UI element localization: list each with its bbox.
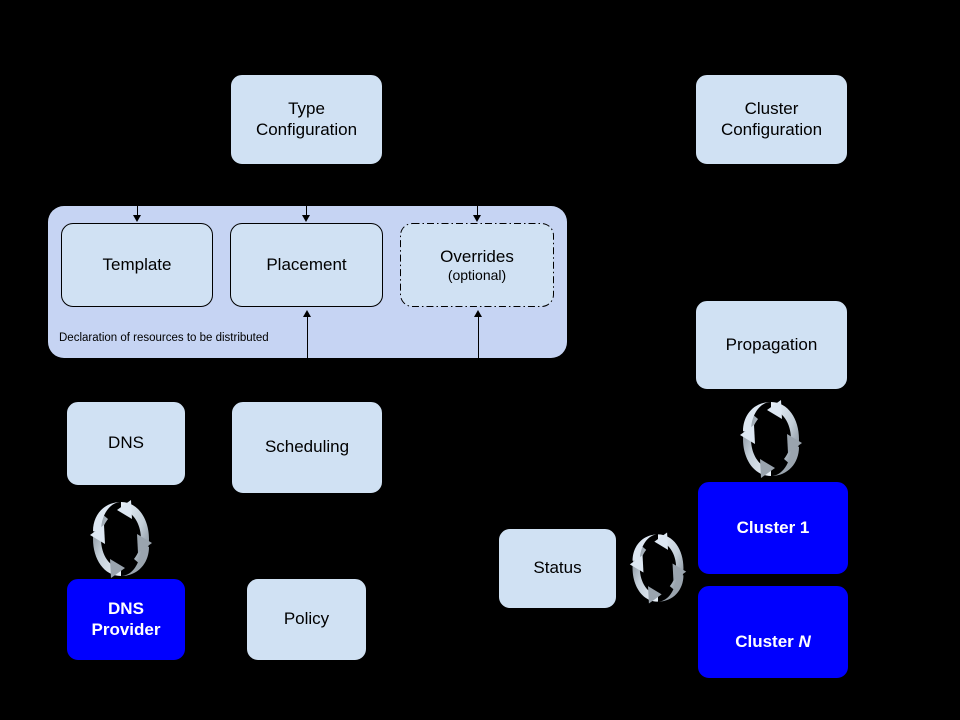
node-status[interactable]: Status [498, 528, 617, 609]
node-cluster-n-label-group: Cluster N [735, 611, 811, 652]
group-caption: Declaration of resources to be distribut… [59, 332, 269, 344]
node-cluster-1-label: Cluster 1 [736, 517, 810, 537]
node-dns-label: DNS [108, 433, 144, 453]
node-placement[interactable]: Placement [230, 223, 383, 307]
node-dns-provider-label: DNS Provider [91, 598, 161, 639]
node-policy[interactable]: Policy [246, 578, 367, 661]
node-type-configuration-label: Type Configuration [255, 98, 358, 139]
node-scheduling-label: Scheduling [264, 437, 350, 457]
connector-type-config-to-template-arrowhead [133, 215, 141, 222]
connector-type-config-to-placement-line [306, 206, 307, 218]
node-cluster-1[interactable]: Cluster 1 [697, 481, 849, 575]
node-propagation[interactable]: Propagation [695, 300, 848, 390]
node-dns-provider[interactable]: DNS Provider [66, 578, 186, 661]
group-divider-right [478, 317, 479, 358]
node-propagation-label: Propagation [725, 334, 818, 354]
sync-icon-propagation [740, 400, 802, 478]
connector-type-config-to-overrides-arrowhead [473, 215, 481, 222]
connector-type-config-to-placement-arrowhead [302, 215, 310, 222]
node-scheduling[interactable]: Scheduling [231, 401, 383, 494]
group-divider-left [307, 317, 308, 358]
node-overrides-border [400, 223, 554, 307]
node-cluster-configuration-label: Cluster Configuration [720, 98, 823, 139]
node-type-configuration[interactable]: Type Configuration [230, 74, 383, 165]
node-cluster-configuration[interactable]: Cluster Configuration [695, 74, 848, 165]
node-overrides-sublabel: (optional) [447, 267, 507, 283]
node-template-label: Template [102, 254, 172, 274]
node-overrides-label: Overrides [440, 247, 514, 266]
connector-scheduling-to-placement-arrowhead [303, 310, 311, 317]
connector-type-config-to-overrides-line [477, 206, 478, 218]
node-policy-label: Policy [283, 609, 330, 629]
connector-type-config-to-template-line [137, 206, 138, 218]
connector-policy-to-overrides-arrowhead [474, 310, 482, 317]
node-cluster-n-label-prefix: Cluster [735, 632, 799, 651]
node-status-label: Status [533, 558, 582, 578]
node-dns[interactable]: DNS [66, 401, 186, 486]
node-cluster-n-label-italic: N [798, 632, 811, 651]
sync-icon-status [629, 532, 687, 604]
node-overrides[interactable]: Overrides (optional) [400, 223, 554, 307]
node-cluster-n[interactable]: Cluster N [697, 585, 849, 679]
node-template[interactable]: Template [61, 223, 213, 307]
node-placement-label: Placement [266, 254, 347, 274]
sync-icon-dns [90, 500, 152, 578]
